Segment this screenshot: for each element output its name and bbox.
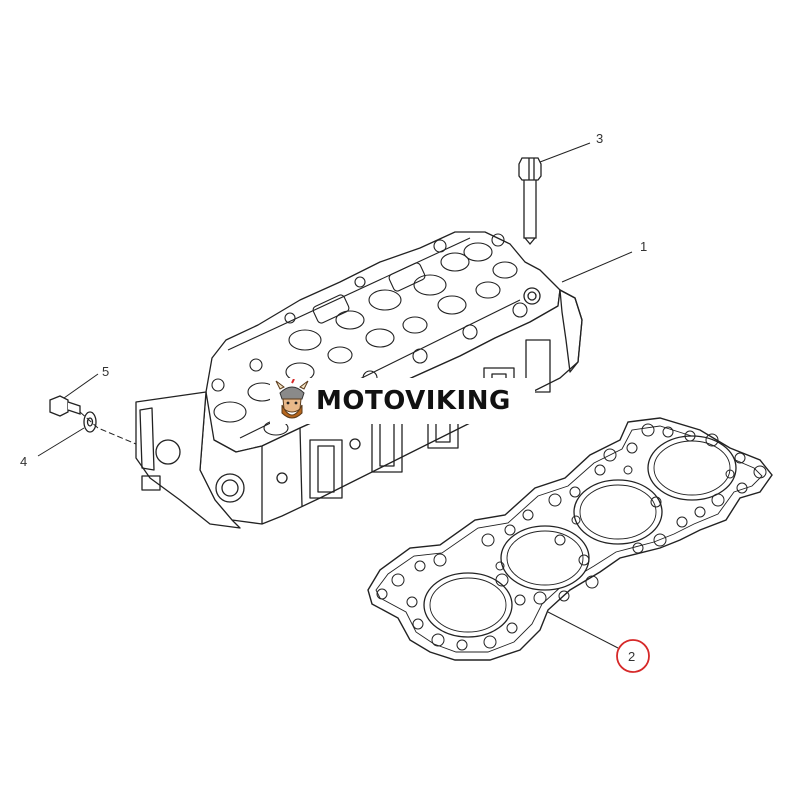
leader-lines (37, 142, 633, 649)
leader-1 (561, 251, 633, 283)
callout-2: 2 (628, 649, 635, 664)
leader-2 (547, 611, 619, 649)
leader-4 (37, 427, 85, 457)
watermark: MOTOVIKING (270, 378, 535, 424)
callout-4: 4 (20, 454, 27, 469)
head-bolt (518, 157, 542, 246)
washer (83, 411, 97, 433)
head-gasket (367, 417, 773, 661)
callout-3: 3 (596, 131, 603, 146)
leader-5 (63, 373, 99, 399)
plug-bolt (49, 395, 81, 417)
viking-logo-icon (275, 379, 309, 419)
leader-3 (539, 142, 591, 163)
callout-1: 1 (640, 239, 647, 254)
callout-5: 5 (102, 364, 109, 379)
watermark-text: MOTOVIKING (316, 386, 511, 416)
callout-2-highlight-ring (616, 639, 650, 673)
